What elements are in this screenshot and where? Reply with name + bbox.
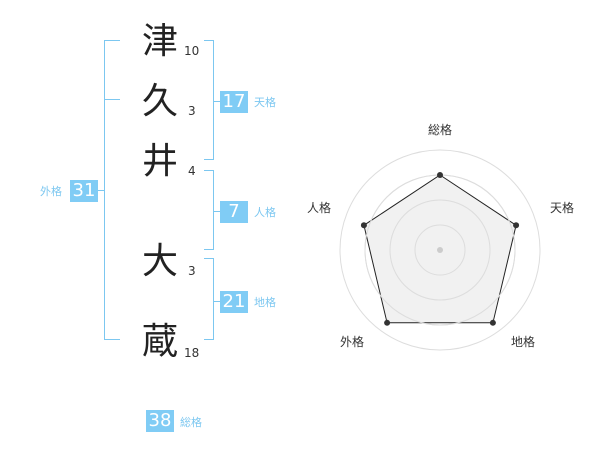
name-char-2: 久 [142,81,179,122]
soukaku-label: 総格 [180,416,202,429]
stroke-count-1: 10 [184,44,200,58]
chikaku-bracket-stem [214,301,222,302]
stroke-count-5: 18 [184,346,200,360]
name-char-3: 井 [142,141,179,182]
name-char-4: 大 [142,241,179,282]
radar-point-0 [437,172,443,178]
radar-axis-label-2: 地格 [511,335,536,349]
gaikaku-bracket [104,40,120,340]
stroke-count-3: 4 [188,164,196,178]
tenkaku-label: 天格 [254,96,276,109]
tenkaku-value: 17 [220,91,248,113]
radar-axis-label-4: 人格 [307,201,332,215]
gaikaku-value: 31 [70,180,98,202]
radar-point-3 [384,319,391,326]
radar-point-1 [513,222,520,229]
gaikaku-bracket-stem [96,190,104,191]
radar-point-4 [360,222,367,229]
radar-axis-label-1: 天格 [550,201,575,215]
jinkaku-bracket-stem [214,211,222,212]
radar-axis-label-3: 外格 [340,335,365,349]
stroke-count-4: 3 [188,264,196,278]
chikaku-value: 21 [220,291,248,313]
jinkaku-value: 7 [220,201,248,223]
chikaku-label: 地格 [254,296,276,309]
chikaku-bracket [204,258,214,340]
gaikaku-bracket-tick [104,99,120,100]
radar-point-2 [489,319,496,326]
jinkaku-label: 人格 [254,206,276,219]
tenkaku-bracket [204,40,214,160]
name-char-1: 津 [142,21,179,62]
soukaku-value: 38 [146,410,174,432]
gaikaku-label: 外格 [40,185,62,198]
radar-ring-overlay-1 [414,224,466,276]
name-char-5: 蔵 [142,321,179,362]
radar-center-dot [437,247,443,253]
stroke-count-2: 3 [188,104,196,118]
jinkaku-bracket [204,170,214,250]
radar-axis-label-0: 総格 [428,123,453,137]
radar-ring-overlay-2 [389,199,491,301]
tenkaku-bracket-stem [214,101,222,102]
